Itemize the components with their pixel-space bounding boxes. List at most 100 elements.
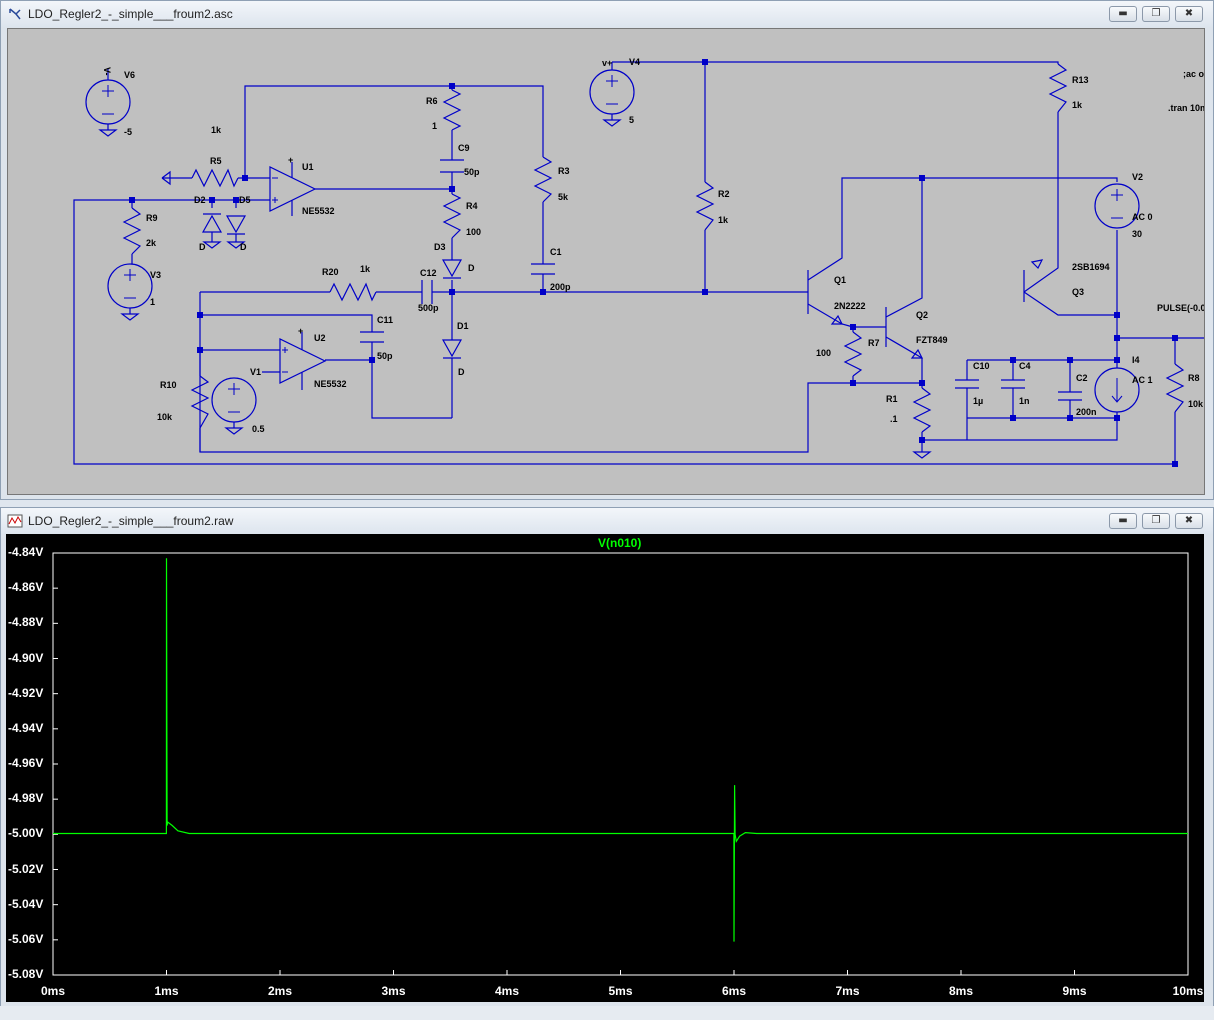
label-v3: V3 <box>150 270 161 280</box>
label-q1-model: 2N2222 <box>834 301 866 311</box>
label-d5-model: D <box>240 242 247 252</box>
label-r13-value: 1k <box>1072 100 1083 110</box>
y-tick-label: -5.00V <box>8 826 44 841</box>
y-tick-label: -4.94V <box>8 720 44 735</box>
trace-label[interactable]: V(n010) <box>598 536 642 550</box>
schematic-window: LDO_Regler2_-_simple___froum2.asc ▬ ❐ ✖ <box>0 0 1214 500</box>
directive-ac: ;ac o <box>1183 69 1205 79</box>
restore-icon: ❐ <box>1151 8 1161 19</box>
y-tick-label: -4.96V <box>8 756 44 770</box>
label-r2-value: 1k <box>718 215 729 225</box>
label-v1-value: 0.5 <box>252 424 265 434</box>
minimize-button[interactable]: ▬ <box>1109 6 1137 22</box>
label-c10-value: 1µ <box>973 396 983 406</box>
x-tick-label: 6ms <box>721 984 747 998</box>
plot-frame <box>52 552 1189 976</box>
directive-tran: .tran 10m <box>1168 103 1205 113</box>
maximize-button[interactable]: ❐ <box>1142 6 1170 22</box>
x-tick-label: 3ms <box>381 984 406 998</box>
close-icon: ✖ <box>1184 8 1194 19</box>
label-r20: R20 <box>322 267 339 277</box>
label-c4-value: 1n <box>1019 396 1030 406</box>
label-v2: V2 <box>1132 172 1143 182</box>
x-tick-label: 10ms <box>1172 984 1204 998</box>
plot-minimize-button[interactable]: ▬ <box>1109 513 1137 529</box>
schematic-canvas[interactable]: V6 -5 V- 1k R5 U1 NE5532 D2 D5 D D R9 2k… <box>7 28 1205 495</box>
label-q2-model: FZT849 <box>916 335 948 345</box>
label-c1: C1 <box>550 247 562 257</box>
waveform-file-icon <box>7 514 23 528</box>
label-r13: R13 <box>1072 75 1089 85</box>
label-i4: I4 <box>1132 355 1140 365</box>
close-button[interactable]: ✖ <box>1175 6 1203 22</box>
label-c2: C2 <box>1076 373 1088 383</box>
plot-window-title: LDO_Regler2_-_simple___froum2.raw <box>28 514 234 528</box>
y-tick-label: -4.90V <box>8 650 44 665</box>
status-strip <box>0 1006 1214 1020</box>
y-tick-label: -5.04V <box>8 896 44 911</box>
label-u2-vplus: + <box>298 326 303 336</box>
minimize-icon: ▬ <box>1118 8 1128 19</box>
label-r2: R2 <box>718 189 730 199</box>
label-r6: R6 <box>426 96 438 106</box>
label-r5-value: 1k <box>211 125 222 135</box>
label-q1: Q1 <box>834 275 846 285</box>
schematic-drawing: V6 -5 V- 1k R5 U1 NE5532 D2 D5 D D R9 2k… <box>73 57 1205 467</box>
label-u2-model: NE5532 <box>314 379 347 389</box>
label-r8: R8 <box>1188 373 1200 383</box>
label-d1-model: D <box>458 367 465 377</box>
label-d5: D5 <box>239 195 251 205</box>
label-r8-value: 10k <box>1188 399 1204 409</box>
x-tick-label: 8ms <box>948 984 974 998</box>
label-r4: R4 <box>466 201 478 211</box>
close-icon: ✖ <box>1184 515 1194 526</box>
schematic-titlebar[interactable]: LDO_Regler2_-_simple___froum2.asc ▬ ❐ ✖ <box>1 1 1213 27</box>
label-v1: V1 <box>250 367 261 377</box>
label-d3: D3 <box>434 242 446 252</box>
label-r7: R7 <box>868 338 880 348</box>
label-c11-value: 50p <box>377 351 393 361</box>
y-tick-label: -5.02V <box>8 861 44 876</box>
y-tick-label: -4.84V <box>8 545 44 559</box>
x-tick-label: 4ms <box>494 984 520 998</box>
y-tick-label: -5.08V <box>8 967 44 981</box>
y-tick-label: -4.98V <box>8 791 44 806</box>
label-c2-value: 200n <box>1076 407 1097 417</box>
plot-titlebar[interactable]: LDO_Regler2_-_simple___froum2.raw ▬ ❐ ✖ <box>1 508 1213 534</box>
label-c10: C10 <box>973 361 990 371</box>
label-d3-model: D <box>468 263 475 273</box>
plot-close-button[interactable]: ✖ <box>1175 513 1203 529</box>
schematic-file-icon <box>9 8 21 20</box>
series-line <box>53 558 1188 942</box>
minimize-icon: ▬ <box>1118 515 1128 526</box>
y-tick-label: -4.92V <box>8 685 44 700</box>
label-c1-value: 200p <box>550 282 571 292</box>
label-q2: Q2 <box>916 310 928 320</box>
waveform-plot[interactable]: V(n010) -4.84V-4.86V-4.88V-4.90V-4.92V-4… <box>6 534 1204 1002</box>
label-c9-value: 50p <box>464 167 480 177</box>
label-q3: Q3 <box>1072 287 1084 297</box>
label-r1: R1 <box>886 394 898 404</box>
label-r4-value: 100 <box>466 227 481 237</box>
y-tick-label: -4.88V <box>8 615 44 630</box>
label-r7-value: 100 <box>816 348 831 358</box>
label-c9: C9 <box>458 143 470 153</box>
label-d2-model: D <box>199 242 206 252</box>
label-i4-ac: AC 1 <box>1132 375 1153 385</box>
label-r9: R9 <box>146 213 158 223</box>
label-v2-ac: AC 0 <box>1132 212 1153 222</box>
label-c4: C4 <box>1019 361 1031 371</box>
x-tick-label: 7ms <box>835 984 860 998</box>
label-r3: R3 <box>558 166 570 176</box>
x-tick-label: 0ms <box>40 984 66 998</box>
label-v6-value: -5 <box>124 127 132 137</box>
plot-maximize-button[interactable]: ❐ <box>1142 513 1170 529</box>
label-d1: D1 <box>457 321 469 331</box>
x-tick-label: 2ms <box>267 984 293 998</box>
label-v4-net: v+ <box>602 58 612 68</box>
label-r10: R10 <box>160 380 177 390</box>
label-v6: V6 <box>124 70 135 80</box>
label-u1-model: NE5532 <box>302 206 335 216</box>
label-u1: U1 <box>302 162 314 172</box>
x-tick-label: 5ms <box>608 984 633 998</box>
